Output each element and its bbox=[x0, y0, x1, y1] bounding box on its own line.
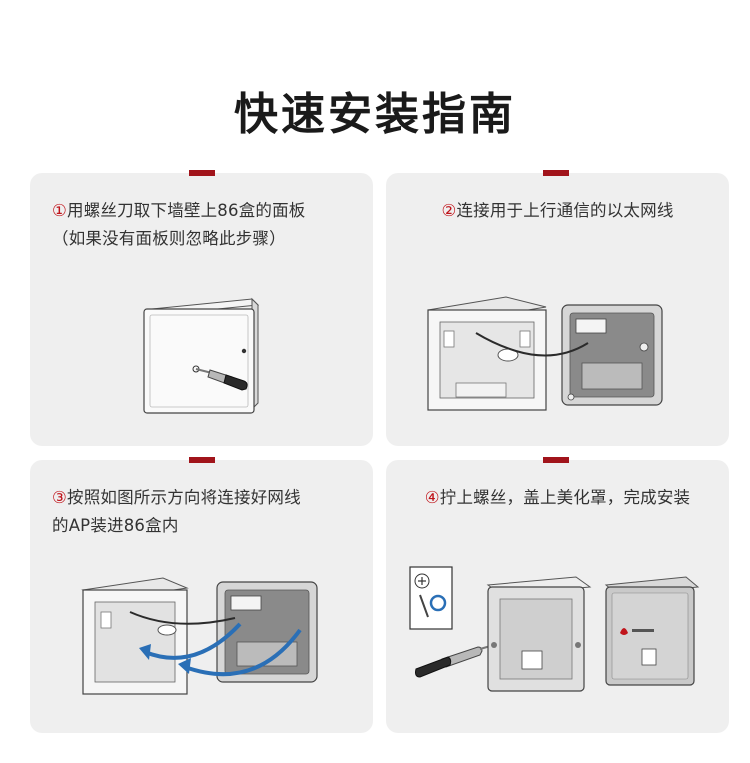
ethernet-cable-icon bbox=[129, 611, 236, 625]
finished-installation-illustration bbox=[409, 566, 700, 692]
step-1-line-1: 用螺丝刀取下墙壁上86盒的面板 bbox=[67, 201, 306, 220]
huawei-logo-icon bbox=[620, 628, 654, 635]
ethernet-cable-icon bbox=[475, 332, 589, 357]
card-marker bbox=[189, 170, 215, 176]
card-marker bbox=[543, 457, 569, 463]
step-1-text: ①用螺丝刀取下墙壁上86盒的面板 （如果没有面板则忽略此步骤） bbox=[52, 197, 372, 253]
wall-box-icon bbox=[427, 296, 547, 411]
step-1-line-2: （如果没有面板则忽略此步骤） bbox=[52, 229, 286, 248]
step-3-line-1: 按照如图所示方向将连接好网线 bbox=[67, 488, 301, 507]
step-card-2: ②连接用于上行通信的以太网线 bbox=[386, 170, 729, 446]
page-title: 快速安装指南 bbox=[234, 89, 516, 140]
ap-insert-illustration bbox=[81, 577, 318, 695]
step-2-number: ② bbox=[441, 201, 457, 220]
step-card-1: ①用螺丝刀取下墙壁上86盒的面板 （如果没有面板则忽略此步骤） bbox=[30, 170, 373, 446]
step-3-line-2: 的AP装进86盒内 bbox=[52, 516, 179, 535]
arrow-icon bbox=[139, 622, 302, 677]
step-card-4: ④拧上螺丝，盖上美化罩，完成安装 bbox=[386, 457, 729, 733]
step-1-number: ① bbox=[52, 201, 67, 220]
wall-box-panel-illustration bbox=[143, 297, 260, 414]
step-card-3: ③按照如图所示方向将连接好网线 的AP装进86盒内 bbox=[30, 457, 373, 733]
wall-box-icon bbox=[143, 297, 260, 414]
step-2-line-1: 连接用于上行通信的以太网线 bbox=[456, 201, 674, 220]
step-4-line-1: 拧上螺丝，盖上美化罩，完成安装 bbox=[439, 488, 691, 507]
step-2-text: ②连接用于上行通信的以太网线 bbox=[386, 197, 729, 225]
ap-back-panel-icon bbox=[486, 576, 592, 692]
screwdriver-icon bbox=[415, 644, 495, 678]
step-4-number: ④ bbox=[424, 488, 440, 507]
ap-device-icon bbox=[216, 581, 318, 683]
cable-connection-illustration bbox=[427, 296, 663, 411]
step-4-text: ④拧上螺丝，盖上美化罩，完成安装 bbox=[386, 484, 729, 512]
card-marker bbox=[189, 457, 215, 463]
screwdriver-tip-inset bbox=[409, 566, 453, 630]
step-3-number: ③ bbox=[52, 488, 67, 507]
ap-device-icon bbox=[561, 304, 663, 406]
wall-box-icon bbox=[81, 577, 189, 695]
step-3-text: ③按照如图所示方向将连接好网线 的AP装进86盒内 bbox=[52, 484, 372, 540]
card-marker bbox=[543, 170, 569, 176]
ap-front-cover-icon bbox=[604, 576, 700, 686]
screwdriver-icon bbox=[195, 368, 248, 391]
